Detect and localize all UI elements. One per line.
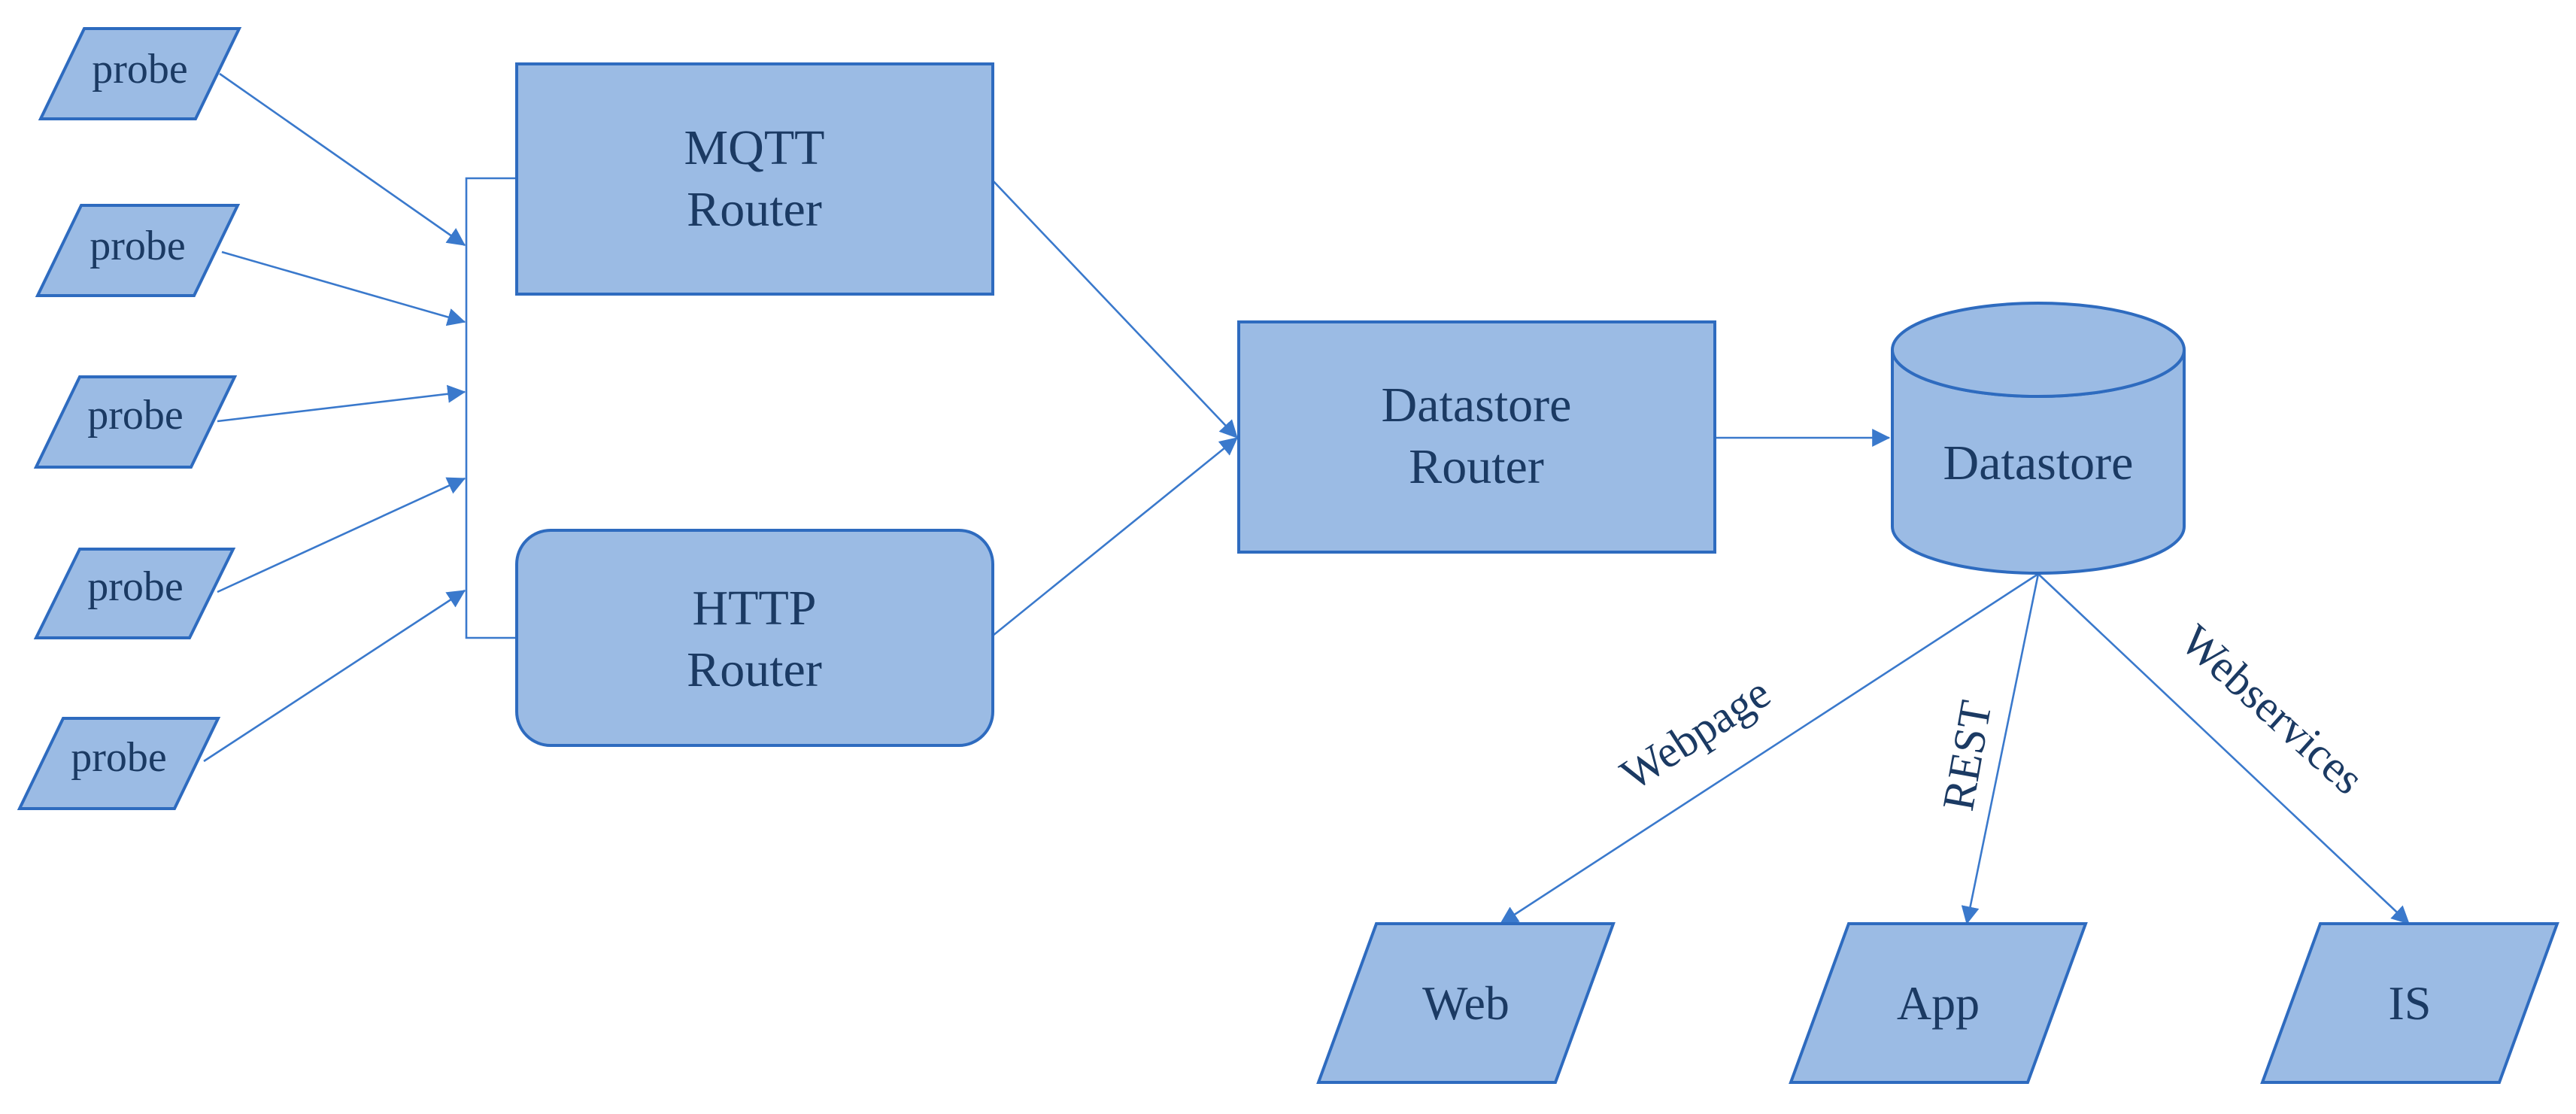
probe-label: probe bbox=[71, 734, 167, 781]
probe-label: probe bbox=[92, 46, 188, 93]
http-router-box bbox=[515, 529, 994, 747]
edge-label-webpage: Webpage bbox=[1612, 667, 1779, 800]
datastore-router-box bbox=[1237, 320, 1716, 554]
output-app-node: App bbox=[1789, 922, 2088, 1084]
probe-shape bbox=[33, 375, 238, 469]
probe-label: probe bbox=[90, 223, 186, 269]
datastore-router-node: Datastore Router bbox=[1237, 320, 1716, 554]
datastore-router-label-line1: Datastore bbox=[1382, 378, 1572, 433]
probe-shape bbox=[38, 27, 242, 120]
edge-probe-2-to-bus bbox=[221, 250, 466, 326]
probe-node: probe bbox=[33, 548, 236, 639]
output-app-shape bbox=[1789, 922, 2088, 1084]
output-app-label: App bbox=[1897, 976, 1980, 1030]
edge-probe-3-to-bus bbox=[217, 384, 466, 423]
probe-node: probe bbox=[17, 717, 221, 810]
datastore-router-label-line2: Router bbox=[1409, 439, 1544, 494]
mqtt-router-node: MQTT Router bbox=[515, 62, 994, 296]
probe-shape bbox=[35, 204, 241, 297]
output-is-shape bbox=[2260, 922, 2559, 1084]
mqtt-router-box bbox=[515, 62, 994, 296]
probe-shape bbox=[33, 548, 236, 639]
edge-datastore-to-web bbox=[1499, 572, 2039, 925]
edge-label-rest: REST bbox=[1933, 697, 2001, 815]
output-is-node: IS bbox=[2260, 922, 2559, 1084]
datastore-label: Datastore bbox=[1943, 436, 2134, 490]
output-is-label: IS bbox=[2389, 976, 2432, 1030]
datastore-cylinder-top bbox=[1891, 302, 2186, 398]
edge-datastore-to-app bbox=[1961, 573, 2040, 925]
probe-shape bbox=[17, 717, 221, 810]
edge-label-webservices: Webservices bbox=[2171, 615, 2373, 804]
http-router-label-line2: Router bbox=[687, 642, 822, 697]
probe-label: probe bbox=[87, 392, 184, 439]
http-router-label-line1: HTTP bbox=[693, 581, 817, 636]
output-web-label: Web bbox=[1422, 976, 1509, 1030]
edges bbox=[203, 72, 2410, 925]
mqtt-router-label-line2: Router bbox=[687, 182, 822, 237]
output-web-node: Web bbox=[1316, 922, 1616, 1084]
bus-line bbox=[465, 177, 517, 639]
probe-node: probe bbox=[35, 204, 241, 297]
output-web-shape bbox=[1316, 922, 1616, 1084]
edge-http-to-datastore-router bbox=[992, 436, 1238, 637]
edge-probe-5-to-bus bbox=[203, 589, 466, 763]
edge-probe-1-to-bus bbox=[219, 72, 466, 247]
http-router-node: HTTP Router bbox=[515, 529, 994, 747]
edge-datastore-to-is bbox=[2037, 573, 2410, 924]
edge-probe-4-to-bus bbox=[217, 477, 466, 593]
probe-label: probe bbox=[87, 563, 184, 610]
probe-node: probe bbox=[38, 27, 242, 120]
mqtt-router-label-line1: MQTT bbox=[684, 120, 825, 175]
probe-node: probe bbox=[33, 375, 238, 469]
edge-mqtt-to-datastore-router bbox=[992, 180, 1238, 439]
datastore-node: Datastore bbox=[1891, 302, 2186, 575]
